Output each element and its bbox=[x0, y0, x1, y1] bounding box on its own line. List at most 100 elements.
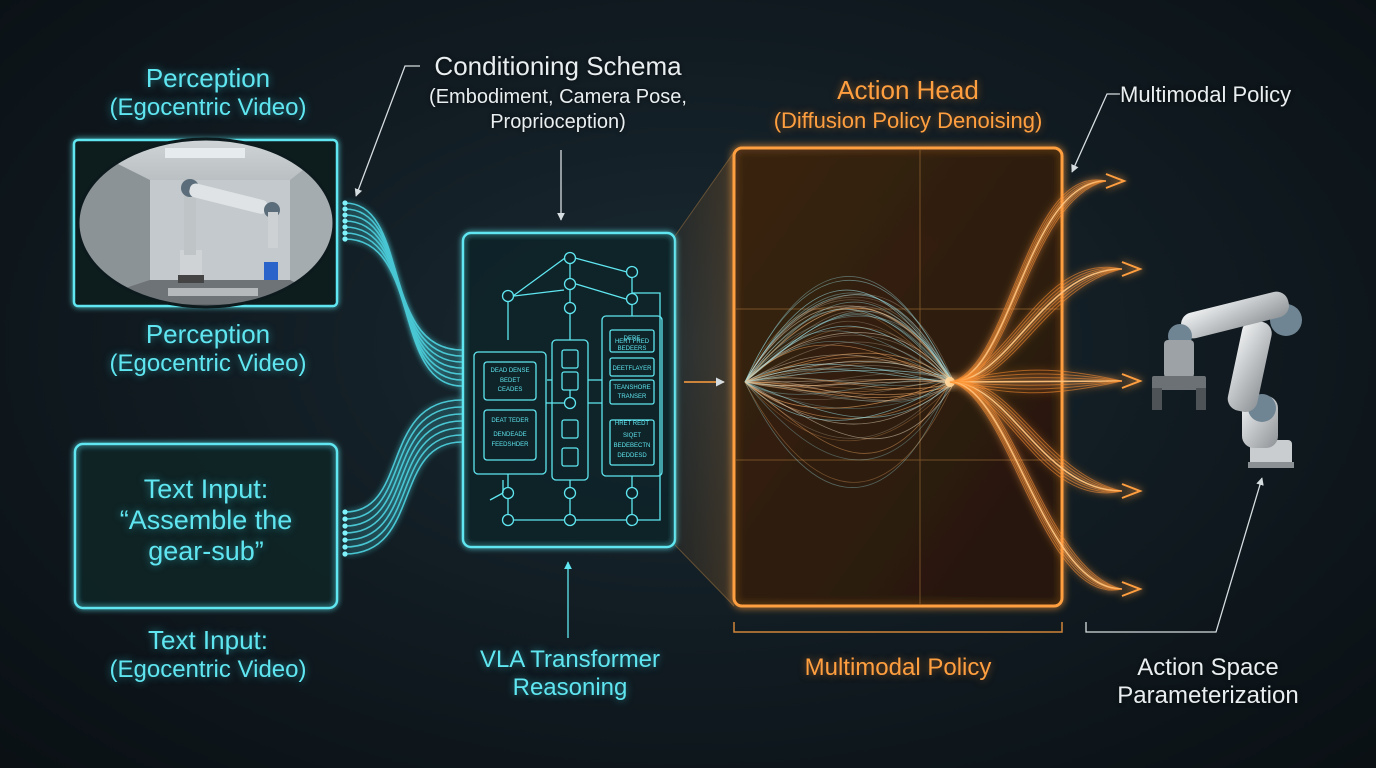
trajectory-line bbox=[744, 332, 953, 385]
action-space-line2: Parameterization bbox=[1117, 681, 1299, 709]
text-input-content: Text Input: “Assemble the gear-sub” bbox=[75, 474, 337, 567]
trajectory-line bbox=[744, 315, 953, 383]
action-head-title: Action Head bbox=[837, 75, 979, 105]
arrow-icon bbox=[1121, 581, 1143, 597]
block-text: BEDEERS bbox=[618, 346, 647, 352]
policy-ray bbox=[949, 268, 1123, 383]
perception-top-subtitle: (Egocentric Video) bbox=[109, 93, 307, 121]
text-input-line3: gear-sub” bbox=[148, 536, 264, 567]
trajectory-line bbox=[744, 305, 953, 383]
trajectory-line bbox=[744, 363, 953, 385]
trajectory-line bbox=[744, 313, 953, 383]
trajectory-line bbox=[744, 381, 953, 418]
action-space-label: Action Space Parameterization bbox=[1098, 654, 1318, 709]
trajectory-line bbox=[744, 305, 953, 387]
trajectory-line bbox=[744, 320, 953, 383]
conditioning-pointer bbox=[354, 65, 420, 197]
action-space-bracket bbox=[1085, 477, 1264, 633]
trajectory-line bbox=[744, 292, 953, 387]
vla-transformer-panel: DEAD DENSE BEDET CEADES DEAT TEDER DENDE… bbox=[461, 231, 677, 549]
trajectory-line bbox=[744, 293, 953, 383]
output-arrowheads bbox=[1105, 173, 1143, 597]
policy-ray bbox=[949, 381, 1123, 590]
policy-ray bbox=[949, 268, 1123, 383]
trajectory-line bbox=[744, 330, 953, 383]
policy-ray bbox=[949, 267, 1123, 383]
trajectory-line bbox=[744, 359, 953, 383]
text-input-line1: Text Input: bbox=[143, 474, 269, 504]
vla-transformer-label: VLA Transformer Reasoning bbox=[440, 646, 700, 701]
trajectory-line bbox=[744, 352, 953, 383]
perception-top-label: Perception (Egocentric Video) bbox=[74, 63, 342, 121]
trajectory-line bbox=[744, 364, 953, 383]
block-text: DEAT TEDER bbox=[491, 418, 529, 424]
trajectory-line bbox=[744, 354, 953, 385]
trajectory-line bbox=[744, 377, 953, 393]
block-text: HRET REDT bbox=[615, 421, 650, 427]
policy-bracket bbox=[733, 622, 1063, 633]
trajectory-line bbox=[744, 308, 953, 385]
trajectory-line bbox=[744, 381, 953, 419]
trajectory-line bbox=[744, 294, 953, 386]
conditioning-title: Conditioning Schema bbox=[434, 51, 682, 81]
policy-ray bbox=[949, 268, 1123, 383]
trajectory-line bbox=[744, 380, 953, 387]
trajectory-line bbox=[744, 381, 953, 442]
arrow-icon bbox=[1121, 373, 1143, 389]
trajectory-line bbox=[744, 360, 953, 383]
connector-dots bbox=[342, 200, 348, 557]
action-head-subtitle: (Diffusion Policy Denoising) bbox=[773, 107, 1043, 133]
trajectory-line bbox=[744, 307, 953, 383]
block-text: CEADES bbox=[498, 387, 523, 393]
trajectory-line bbox=[744, 299, 953, 383]
trajectory-line bbox=[744, 376, 953, 488]
conditioning-line2: (Embodiment, Camera Pose, bbox=[429, 85, 687, 108]
robot-arm-icon bbox=[1152, 291, 1302, 468]
trajectory-line bbox=[744, 379, 953, 421]
policy-ray bbox=[949, 381, 1123, 590]
policy-ray bbox=[949, 180, 1107, 383]
block-text: DEDDESD bbox=[617, 453, 647, 459]
conditioning-schema-label: Conditioning Schema (Embodiment, Camera … bbox=[408, 51, 708, 134]
policy-ray bbox=[949, 179, 1107, 383]
trajectory-line bbox=[744, 340, 953, 384]
policy-ray bbox=[949, 373, 1123, 383]
conditioning-line3: Proprioception) bbox=[490, 110, 626, 133]
policy-ray bbox=[949, 268, 1123, 383]
block-text: TEANSHORE bbox=[613, 385, 650, 391]
egocentric-video-frame bbox=[72, 137, 339, 309]
perception-bottom-label: Perception (Egocentric Video) bbox=[74, 319, 342, 377]
block-text: BEDEBECTN bbox=[614, 443, 651, 449]
trajectory-line bbox=[744, 378, 953, 395]
trajectory-line bbox=[744, 289, 953, 383]
trajectory-line bbox=[744, 310, 953, 384]
projection-funnel bbox=[674, 151, 735, 607]
trajectory-line bbox=[744, 381, 953, 390]
trajectory-line bbox=[744, 378, 953, 454]
block-text: TRANSER bbox=[618, 394, 647, 400]
trajectory-line bbox=[744, 381, 953, 398]
trajectory-line bbox=[744, 381, 953, 409]
block-text: DENDEADE bbox=[493, 432, 526, 438]
policy-ray bbox=[949, 380, 1123, 492]
block-text: SIQET bbox=[623, 433, 641, 439]
trajectory-line bbox=[744, 378, 953, 401]
multimodal-policy-bottom-label: Multimodal Policy bbox=[804, 654, 992, 681]
trajectory-line bbox=[744, 367, 953, 383]
policy-ray bbox=[949, 381, 1123, 590]
trajectory-line bbox=[744, 381, 953, 461]
trajectory-line bbox=[744, 368, 953, 383]
policy-ray bbox=[949, 380, 1123, 383]
trajectory-line bbox=[744, 381, 953, 483]
trajectory-line bbox=[744, 381, 953, 425]
arrow-icon bbox=[1121, 483, 1143, 499]
diffusion-trajectories bbox=[744, 276, 955, 488]
block-text: HERT FRED bbox=[615, 339, 650, 345]
policy-ray bbox=[949, 381, 1123, 492]
arrow-icon bbox=[1121, 261, 1143, 277]
block-text: DEETFLAYER bbox=[613, 366, 653, 372]
policy-ray bbox=[949, 381, 1123, 591]
policy-ray bbox=[949, 266, 1123, 383]
trajectory-line bbox=[744, 280, 953, 383]
